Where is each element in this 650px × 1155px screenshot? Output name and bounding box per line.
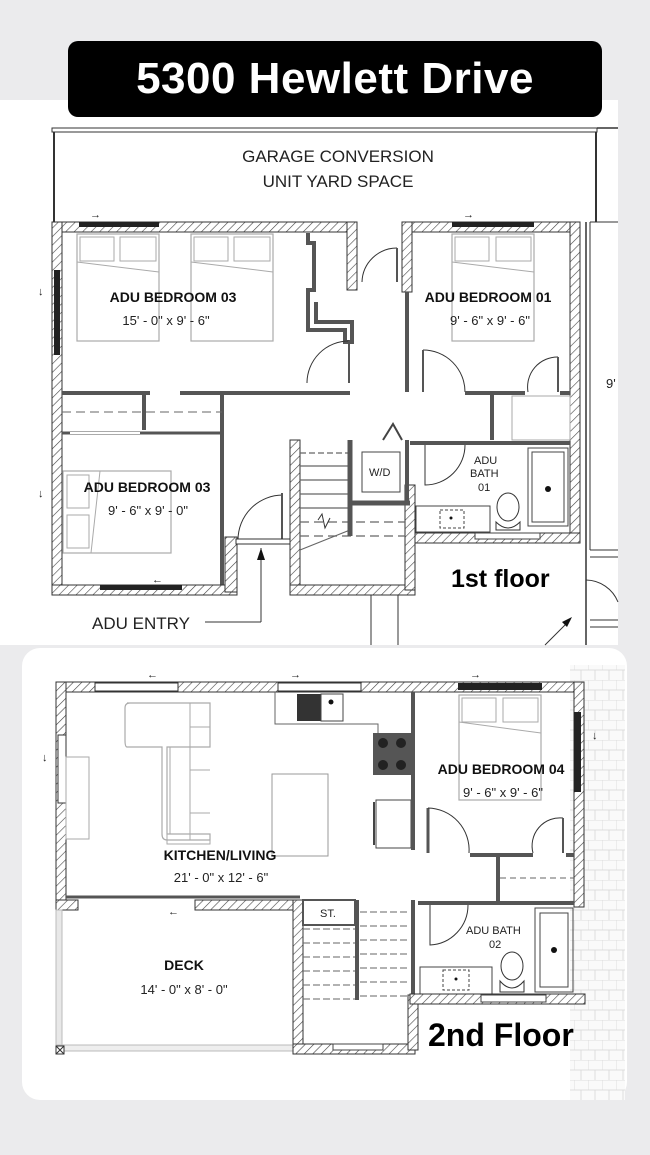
room-name: ADU BEDROOM 03 bbox=[110, 289, 237, 305]
svg-text:↓: ↓ bbox=[38, 488, 44, 500]
title-badge: 5300 Hewlett Drive bbox=[68, 41, 602, 117]
room-dims: 9' - 6" x 9' - 0" bbox=[108, 503, 188, 518]
room-name: DECK bbox=[164, 957, 204, 973]
floor2-plan: ← → → ↓ ↓ ← bbox=[42, 665, 625, 1100]
svg-text:→: → bbox=[90, 209, 101, 221]
floor2-label: 2nd Floor bbox=[428, 1017, 574, 1053]
wd-label: W/D bbox=[369, 467, 390, 479]
svg-text:→: → bbox=[463, 209, 474, 221]
svg-text:←: ← bbox=[147, 669, 158, 681]
room-name: ADU BEDROOM 03 bbox=[84, 479, 211, 495]
room-dims: 14' - 0" x 8' - 0" bbox=[140, 982, 228, 997]
room-name: ADU BEDROOM 01 bbox=[425, 289, 552, 305]
yard-label-line2: UNIT YARD SPACE bbox=[263, 172, 414, 191]
room-dims: 9' - 6" x 9' - 6" bbox=[463, 785, 543, 800]
floor1-label: 1st floor bbox=[451, 565, 550, 593]
floor1-plan: → → ↓ ↓ ← bbox=[38, 127, 619, 646]
svg-text:→: → bbox=[470, 669, 481, 681]
storage-label: ST. bbox=[320, 908, 336, 920]
yard-label-line1: GARAGE CONVERSION bbox=[242, 147, 434, 166]
svg-text:↓: ↓ bbox=[38, 286, 44, 298]
floor2-sheet bbox=[22, 648, 627, 1100]
entry-label: ADU ENTRY bbox=[92, 614, 190, 633]
room-name: KITCHEN/LIVING bbox=[164, 847, 277, 863]
room-dims: 21' - 0" x 12' - 6" bbox=[174, 870, 269, 885]
bath02-label-2: 02 bbox=[489, 939, 501, 951]
room-dims: 9' - 6" x 9' - 6" bbox=[450, 313, 530, 328]
bath01-label-1: ADU bbox=[474, 455, 497, 467]
svg-text:←: ← bbox=[168, 906, 179, 918]
floor1-sheet bbox=[0, 100, 618, 645]
side-dimension: 9' bbox=[606, 376, 616, 391]
bath01-label-3: 01 bbox=[478, 482, 490, 494]
svg-text:↓: ↓ bbox=[592, 730, 598, 742]
bath01-label-2: BATH bbox=[470, 468, 499, 480]
svg-text:←: ← bbox=[152, 574, 163, 586]
page-title: 5300 Hewlett Drive bbox=[136, 54, 534, 103]
room-dims: 15' - 0" x 9' - 6" bbox=[122, 313, 210, 328]
svg-text:↓: ↓ bbox=[42, 752, 48, 764]
svg-text:→: → bbox=[290, 669, 301, 681]
room-name: ADU BEDROOM 04 bbox=[438, 761, 565, 777]
bath02-label-1: ADU BATH bbox=[466, 925, 521, 937]
